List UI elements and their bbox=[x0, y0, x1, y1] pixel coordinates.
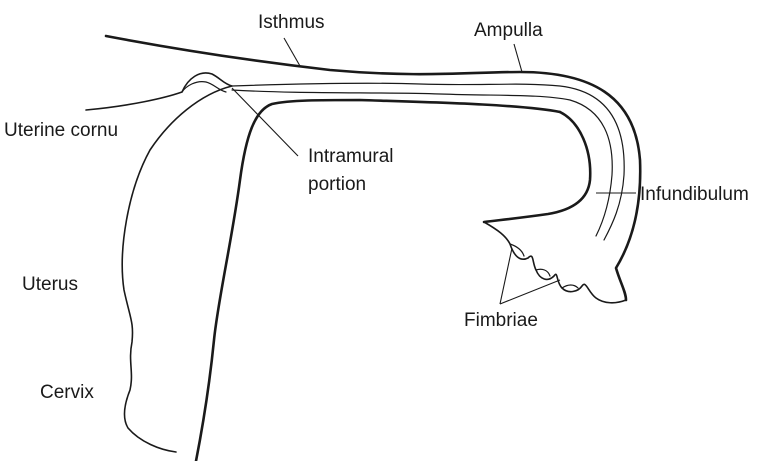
fimbriae-fold-3 bbox=[562, 285, 578, 288]
ampulla-leader bbox=[514, 44, 522, 72]
isthmus-label: Isthmus bbox=[258, 12, 325, 33]
uterine-cornu-label: Uterine cornu bbox=[4, 120, 118, 141]
tube-outer-edge bbox=[106, 36, 640, 300]
fimbriae-leader-right bbox=[500, 280, 560, 304]
tube-inner-edge bbox=[484, 112, 590, 222]
intramural-leader bbox=[232, 88, 298, 156]
fimbriae-label: Fimbriae bbox=[464, 310, 538, 331]
uterus-label: Uterus bbox=[22, 274, 78, 295]
infundibulum-label: Infundibulum bbox=[640, 184, 749, 205]
tube-lumen-upper bbox=[232, 83, 624, 240]
cervix-label: Cervix bbox=[40, 382, 94, 403]
fimbriae-fringe bbox=[484, 222, 626, 303]
isthmus-leader bbox=[284, 38, 300, 66]
intramural-label-line1: Intramural bbox=[308, 146, 394, 167]
ampulla-label: Ampulla bbox=[474, 20, 543, 41]
intramural-label-line2: portion bbox=[308, 174, 366, 195]
fimbriae-leader-left bbox=[500, 248, 512, 304]
